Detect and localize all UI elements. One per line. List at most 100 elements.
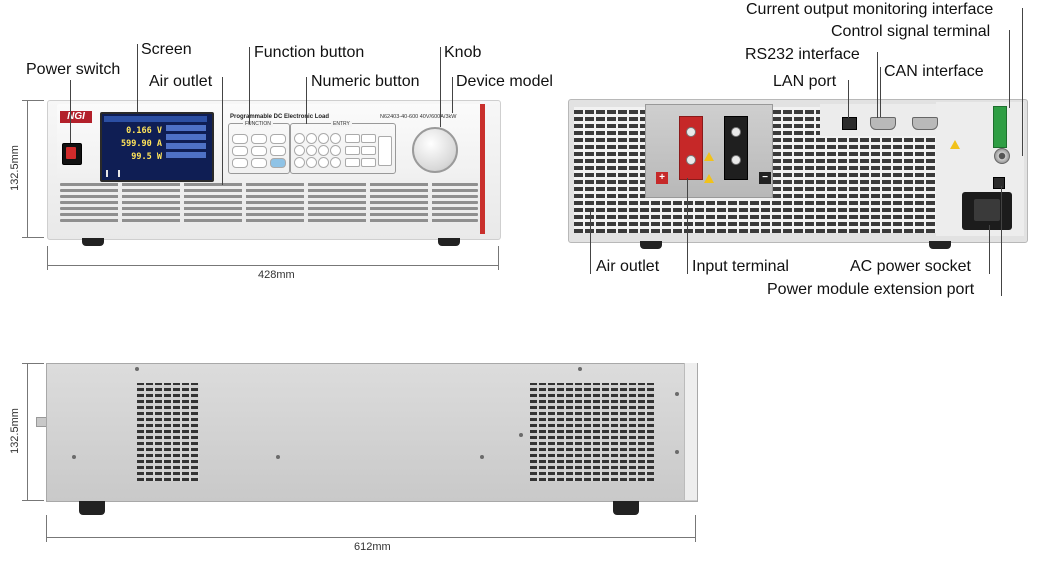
rotary-knob-icon[interactable] xyxy=(412,127,458,173)
minus-icon: − xyxy=(759,172,771,184)
display-screen: 0.166 V 599.90 A 99.5 W xyxy=(100,112,214,182)
entry-key-button[interactable] xyxy=(345,134,360,143)
display-voltage: 0.166 V xyxy=(126,126,162,136)
function-button[interactable] xyxy=(251,146,267,156)
leader-power-switch xyxy=(70,80,71,143)
numeric-button[interactable] xyxy=(330,157,341,168)
entry-key-button[interactable] xyxy=(361,134,376,143)
front-vent-slot xyxy=(60,183,478,186)
warning-triangle-icon xyxy=(950,140,960,149)
display-current: 599.90 A xyxy=(121,139,162,149)
label-air-outlet-front: Air outlet xyxy=(149,73,213,90)
dimension-tick xyxy=(695,515,696,542)
enter-key-button[interactable] xyxy=(378,136,392,166)
numeric-button[interactable] xyxy=(306,133,317,144)
numeric-button[interactable] xyxy=(294,157,305,168)
front-height-dimension-line xyxy=(27,100,28,237)
side-screw xyxy=(276,455,280,459)
function-button-group: FUNCTION xyxy=(228,121,290,174)
label-knob: Knob xyxy=(444,44,482,61)
numeric-button-group: ENTRY xyxy=(290,121,396,174)
label-can-interface: CAN interface xyxy=(884,63,984,80)
entry-caption: ENTRY xyxy=(331,121,352,127)
dimension-tick xyxy=(498,246,499,270)
side-height-dimension: 132.5mm xyxy=(8,408,21,454)
rear-foot xyxy=(640,241,662,249)
entry-key-button[interactable] xyxy=(345,146,360,155)
display-tag-on xyxy=(106,170,108,177)
leader-input-terminal xyxy=(687,178,688,274)
function-button[interactable] xyxy=(251,158,267,168)
numeric-button[interactable] xyxy=(318,133,329,144)
front-vent-slot xyxy=(60,195,478,198)
side-screw xyxy=(675,450,679,454)
entry-key-button[interactable] xyxy=(361,158,376,167)
function-button[interactable] xyxy=(232,158,248,168)
numeric-button[interactable] xyxy=(318,145,329,156)
function-button[interactable] xyxy=(251,134,267,144)
input-terminal-negative xyxy=(724,116,748,180)
numeric-button[interactable] xyxy=(330,145,341,156)
function-button[interactable] xyxy=(270,134,286,144)
display-power: 99.5 W xyxy=(131,152,162,162)
side-screw xyxy=(519,433,523,437)
label-ac-power-socket: AC power socket xyxy=(850,258,971,275)
function-button[interactable] xyxy=(270,146,286,156)
numeric-button[interactable] xyxy=(306,145,317,156)
dimension-tick xyxy=(47,246,48,270)
front-foot xyxy=(438,238,460,246)
label-device-model: Device model xyxy=(456,73,553,90)
leader-rs232-interface xyxy=(877,52,878,118)
leader-device-model xyxy=(452,77,453,113)
front-vent-slot xyxy=(60,219,478,222)
function-button[interactable] xyxy=(232,134,248,144)
entry-key-button[interactable] xyxy=(345,158,360,167)
function-button[interactable] xyxy=(232,146,248,156)
label-numeric-button: Numeric button xyxy=(311,73,420,90)
leader-current-output-monitoring xyxy=(1022,8,1023,156)
power-switch-icon xyxy=(62,143,82,165)
label-function-button: Function button xyxy=(254,44,365,61)
side-screw xyxy=(480,455,484,459)
dimension-tick xyxy=(46,515,47,542)
front-vent-slot xyxy=(60,207,478,210)
leader-air-outlet-front xyxy=(222,77,223,185)
rear-foot xyxy=(929,241,951,249)
front-height-dimension: 132.5mm xyxy=(8,145,21,191)
function-caption: FUNCTION xyxy=(243,121,273,127)
control-signal-terminal-block xyxy=(993,106,1007,148)
display-tag-ccr xyxy=(118,170,120,177)
label-input-terminal: Input terminal xyxy=(692,258,789,275)
front-accent-strip xyxy=(480,104,485,234)
front-panel-title: Programmable DC Electronic Load xyxy=(230,114,330,120)
numeric-button[interactable] xyxy=(294,145,305,156)
side-screw xyxy=(675,392,679,396)
entry-key-button[interactable] xyxy=(361,146,376,155)
numeric-button[interactable] xyxy=(306,157,317,168)
front-width-dimension: 428mm xyxy=(258,269,295,281)
leader-function-button xyxy=(249,47,250,124)
numeric-button[interactable] xyxy=(330,133,341,144)
numeric-button[interactable] xyxy=(294,133,305,144)
numeric-button[interactable] xyxy=(318,157,329,168)
leader-control-signal-terminal xyxy=(1009,30,1010,108)
brand-logo: NGI xyxy=(60,111,92,123)
side-height-dimension-line xyxy=(27,363,28,500)
input-terminal-positive xyxy=(679,116,703,180)
can-port xyxy=(912,117,938,130)
function-button[interactable] xyxy=(270,158,286,168)
label-screen: Screen xyxy=(141,41,192,58)
ac-power-socket-inner xyxy=(974,199,1000,221)
side-foot xyxy=(613,501,639,515)
leader-ac-power-socket xyxy=(989,225,990,274)
label-rs232-interface: RS232 interface xyxy=(745,46,860,63)
label-current-output-monitoring-interface: Current output monitoring interface xyxy=(746,1,994,18)
leader-power-module-extension-port xyxy=(1001,186,1002,296)
front-vent-slot xyxy=(60,189,478,192)
leader-air-outlet-rear xyxy=(590,212,591,274)
side-screw xyxy=(578,367,582,371)
leader-lan-port xyxy=(848,80,849,118)
label-power-module-extension-port: Power module extension port xyxy=(767,281,975,298)
warning-triangle-icon xyxy=(704,174,714,183)
side-foot xyxy=(79,501,105,515)
